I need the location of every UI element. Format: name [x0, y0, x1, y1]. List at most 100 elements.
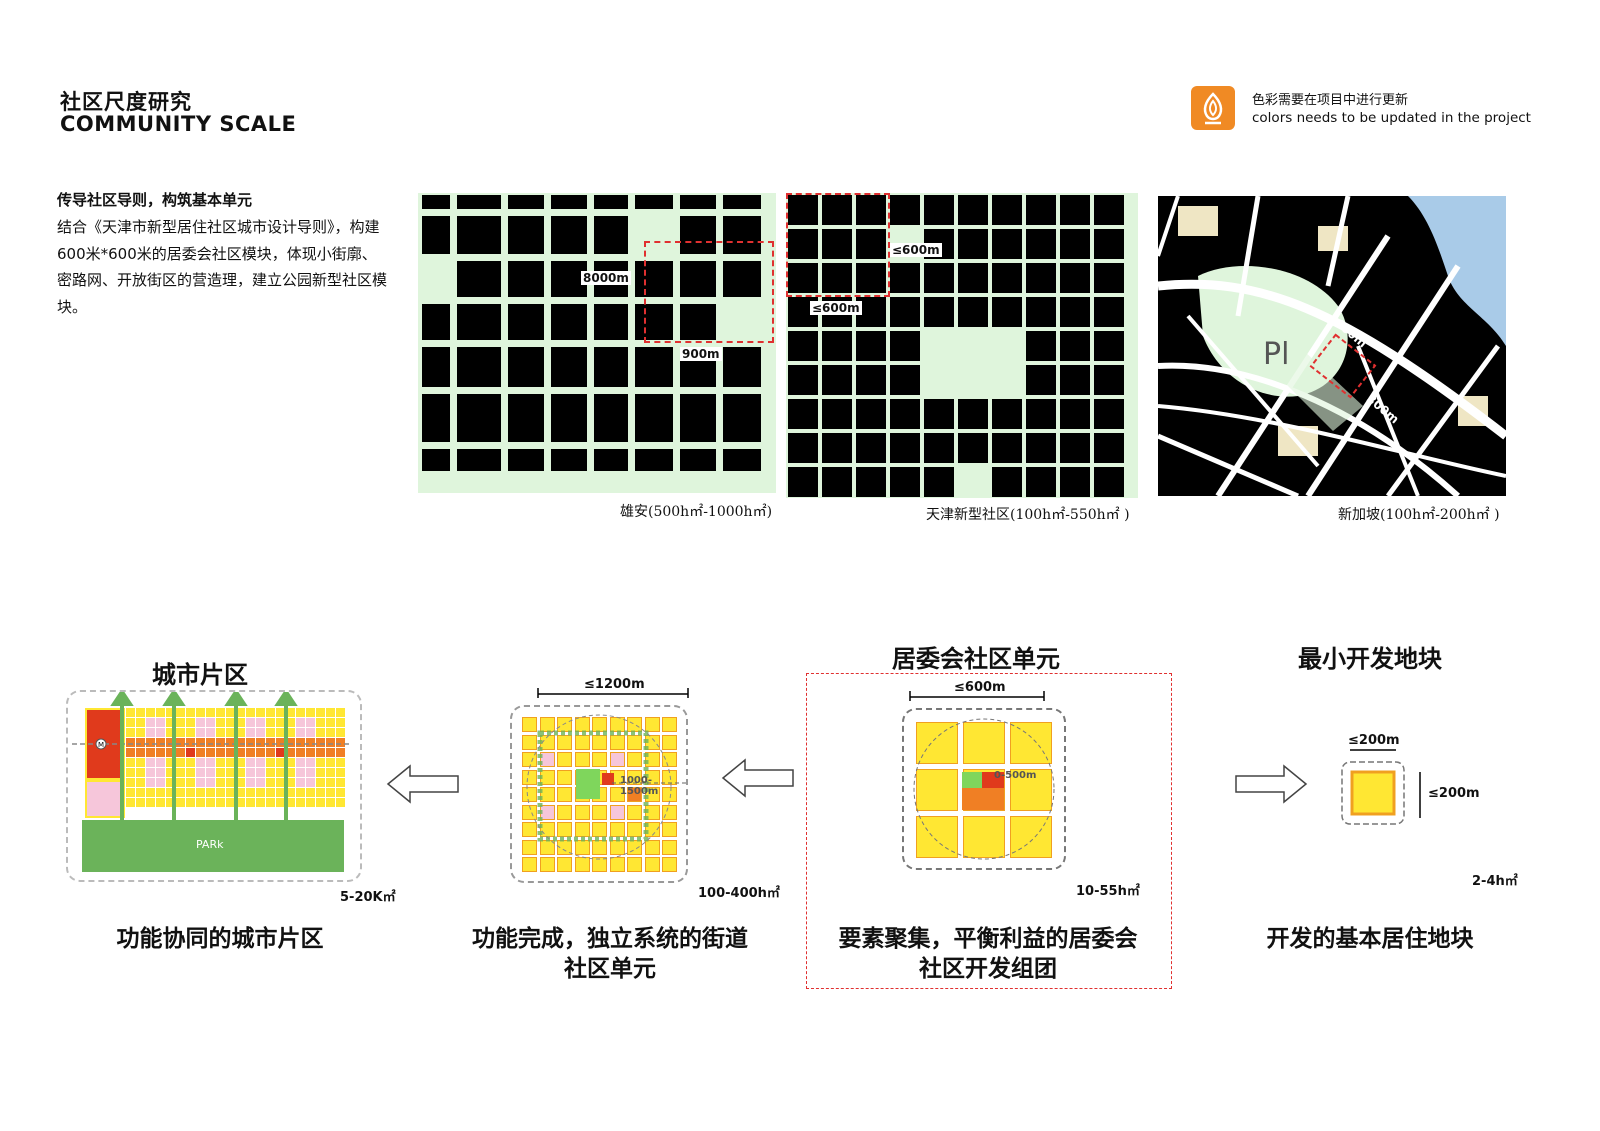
city-block — [551, 304, 587, 340]
plot-cell — [136, 768, 145, 777]
city-block — [594, 347, 628, 387]
plot-cell — [246, 798, 255, 807]
city-block — [594, 394, 628, 442]
plot-cell — [336, 738, 345, 747]
city-block — [890, 467, 920, 497]
plot-cell — [644, 857, 660, 872]
city-block — [822, 195, 852, 225]
street-community-diagram: 1000-1500m — [510, 705, 688, 883]
city-block — [992, 195, 1022, 225]
plot-cell — [166, 768, 175, 777]
plot-cell — [286, 748, 295, 757]
plot-cell — [609, 857, 625, 872]
city-district-diagram: PARk M — [66, 690, 362, 882]
plot-cell — [276, 708, 285, 717]
city-block — [551, 195, 587, 209]
plot-cell — [557, 752, 572, 767]
plot-cell — [296, 738, 305, 747]
plot-cell — [126, 768, 135, 777]
color-note-en: colors needs to be updated in the projec… — [1252, 110, 1531, 126]
plot-cell — [236, 708, 245, 717]
plot-cell — [306, 788, 315, 797]
plot-cell — [286, 778, 295, 787]
plot-cell — [266, 788, 275, 797]
plot-cell — [176, 768, 185, 777]
city-block — [958, 263, 988, 293]
city-block — [1060, 229, 1090, 259]
plot-cell — [627, 769, 642, 785]
city-block — [992, 433, 1022, 463]
plot-cell — [592, 857, 607, 872]
plot-cell — [156, 778, 165, 787]
city-block — [635, 261, 673, 297]
city-block — [1094, 467, 1124, 497]
plot-cell — [316, 728, 325, 737]
plot-cell — [236, 768, 245, 777]
plot-cell — [336, 798, 345, 807]
city-block — [924, 297, 954, 327]
plot-cell — [522, 857, 537, 872]
plot-cell — [627, 822, 642, 837]
plot-cell — [336, 718, 345, 727]
plot-cell — [316, 798, 325, 807]
plot-cell — [266, 758, 275, 767]
plot-cell — [156, 728, 165, 737]
city-block — [1026, 229, 1056, 259]
city-block — [1026, 331, 1056, 361]
plot-cell — [266, 798, 275, 807]
plot-cell — [186, 798, 195, 807]
plot-cell — [226, 738, 235, 747]
plot-cell — [662, 734, 677, 750]
plot-cell — [206, 768, 215, 777]
city-block — [822, 467, 852, 497]
city-block — [1060, 195, 1090, 225]
plot-cell — [326, 798, 335, 807]
plot-cell — [216, 798, 225, 807]
plot-cell — [286, 708, 295, 717]
plot-cell — [916, 722, 958, 764]
plot-cell — [256, 738, 265, 747]
unit-area-committee: 10-55h㎡ — [1076, 884, 1140, 899]
unit-area-city-district: 5-20K㎡ — [340, 890, 396, 905]
plot-cell — [326, 718, 335, 727]
city-block — [1060, 331, 1090, 361]
city-block — [508, 449, 544, 471]
plot-cell — [166, 778, 175, 787]
plot-cell — [296, 728, 305, 737]
city-block — [1026, 263, 1056, 293]
unit-desc-street-community: 功能完成，独立系统的街道 社区单元 — [472, 926, 748, 982]
city-block — [594, 449, 628, 471]
plot-cell — [136, 798, 145, 807]
city-block — [1060, 365, 1090, 395]
unit-area-min-plot: 2-4h㎡ — [1472, 874, 1518, 889]
plot-cell — [557, 839, 572, 855]
plot-cell — [316, 708, 325, 717]
plot-cell — [156, 748, 165, 757]
city-block — [1060, 433, 1090, 463]
city-block — [680, 261, 716, 297]
plot-cell — [336, 768, 345, 777]
plot-cell — [136, 718, 145, 727]
plot-cell — [186, 778, 195, 787]
unit-dim-committee: ≤600m — [954, 680, 1006, 695]
city-block — [723, 394, 761, 442]
city-block — [1094, 297, 1124, 327]
city-block — [457, 304, 501, 340]
plot-cell — [539, 752, 555, 767]
unit-dim-street-community: ≤1200m — [584, 677, 645, 692]
plot-cell — [627, 752, 642, 767]
plot-cell — [522, 839, 537, 855]
plot-cell — [206, 708, 215, 717]
plot-cell — [306, 798, 315, 807]
city-block — [788, 229, 818, 259]
plot-cell — [592, 752, 607, 767]
plot-cell — [336, 728, 345, 737]
plot-cell — [176, 788, 185, 797]
city-block — [1026, 365, 1056, 395]
map-dimension-label: 900m — [680, 347, 722, 361]
plot-cell — [246, 748, 255, 757]
plot-cell — [256, 778, 265, 787]
city-block — [992, 399, 1022, 429]
plot-cell — [662, 769, 677, 785]
plot-cell — [236, 748, 245, 757]
